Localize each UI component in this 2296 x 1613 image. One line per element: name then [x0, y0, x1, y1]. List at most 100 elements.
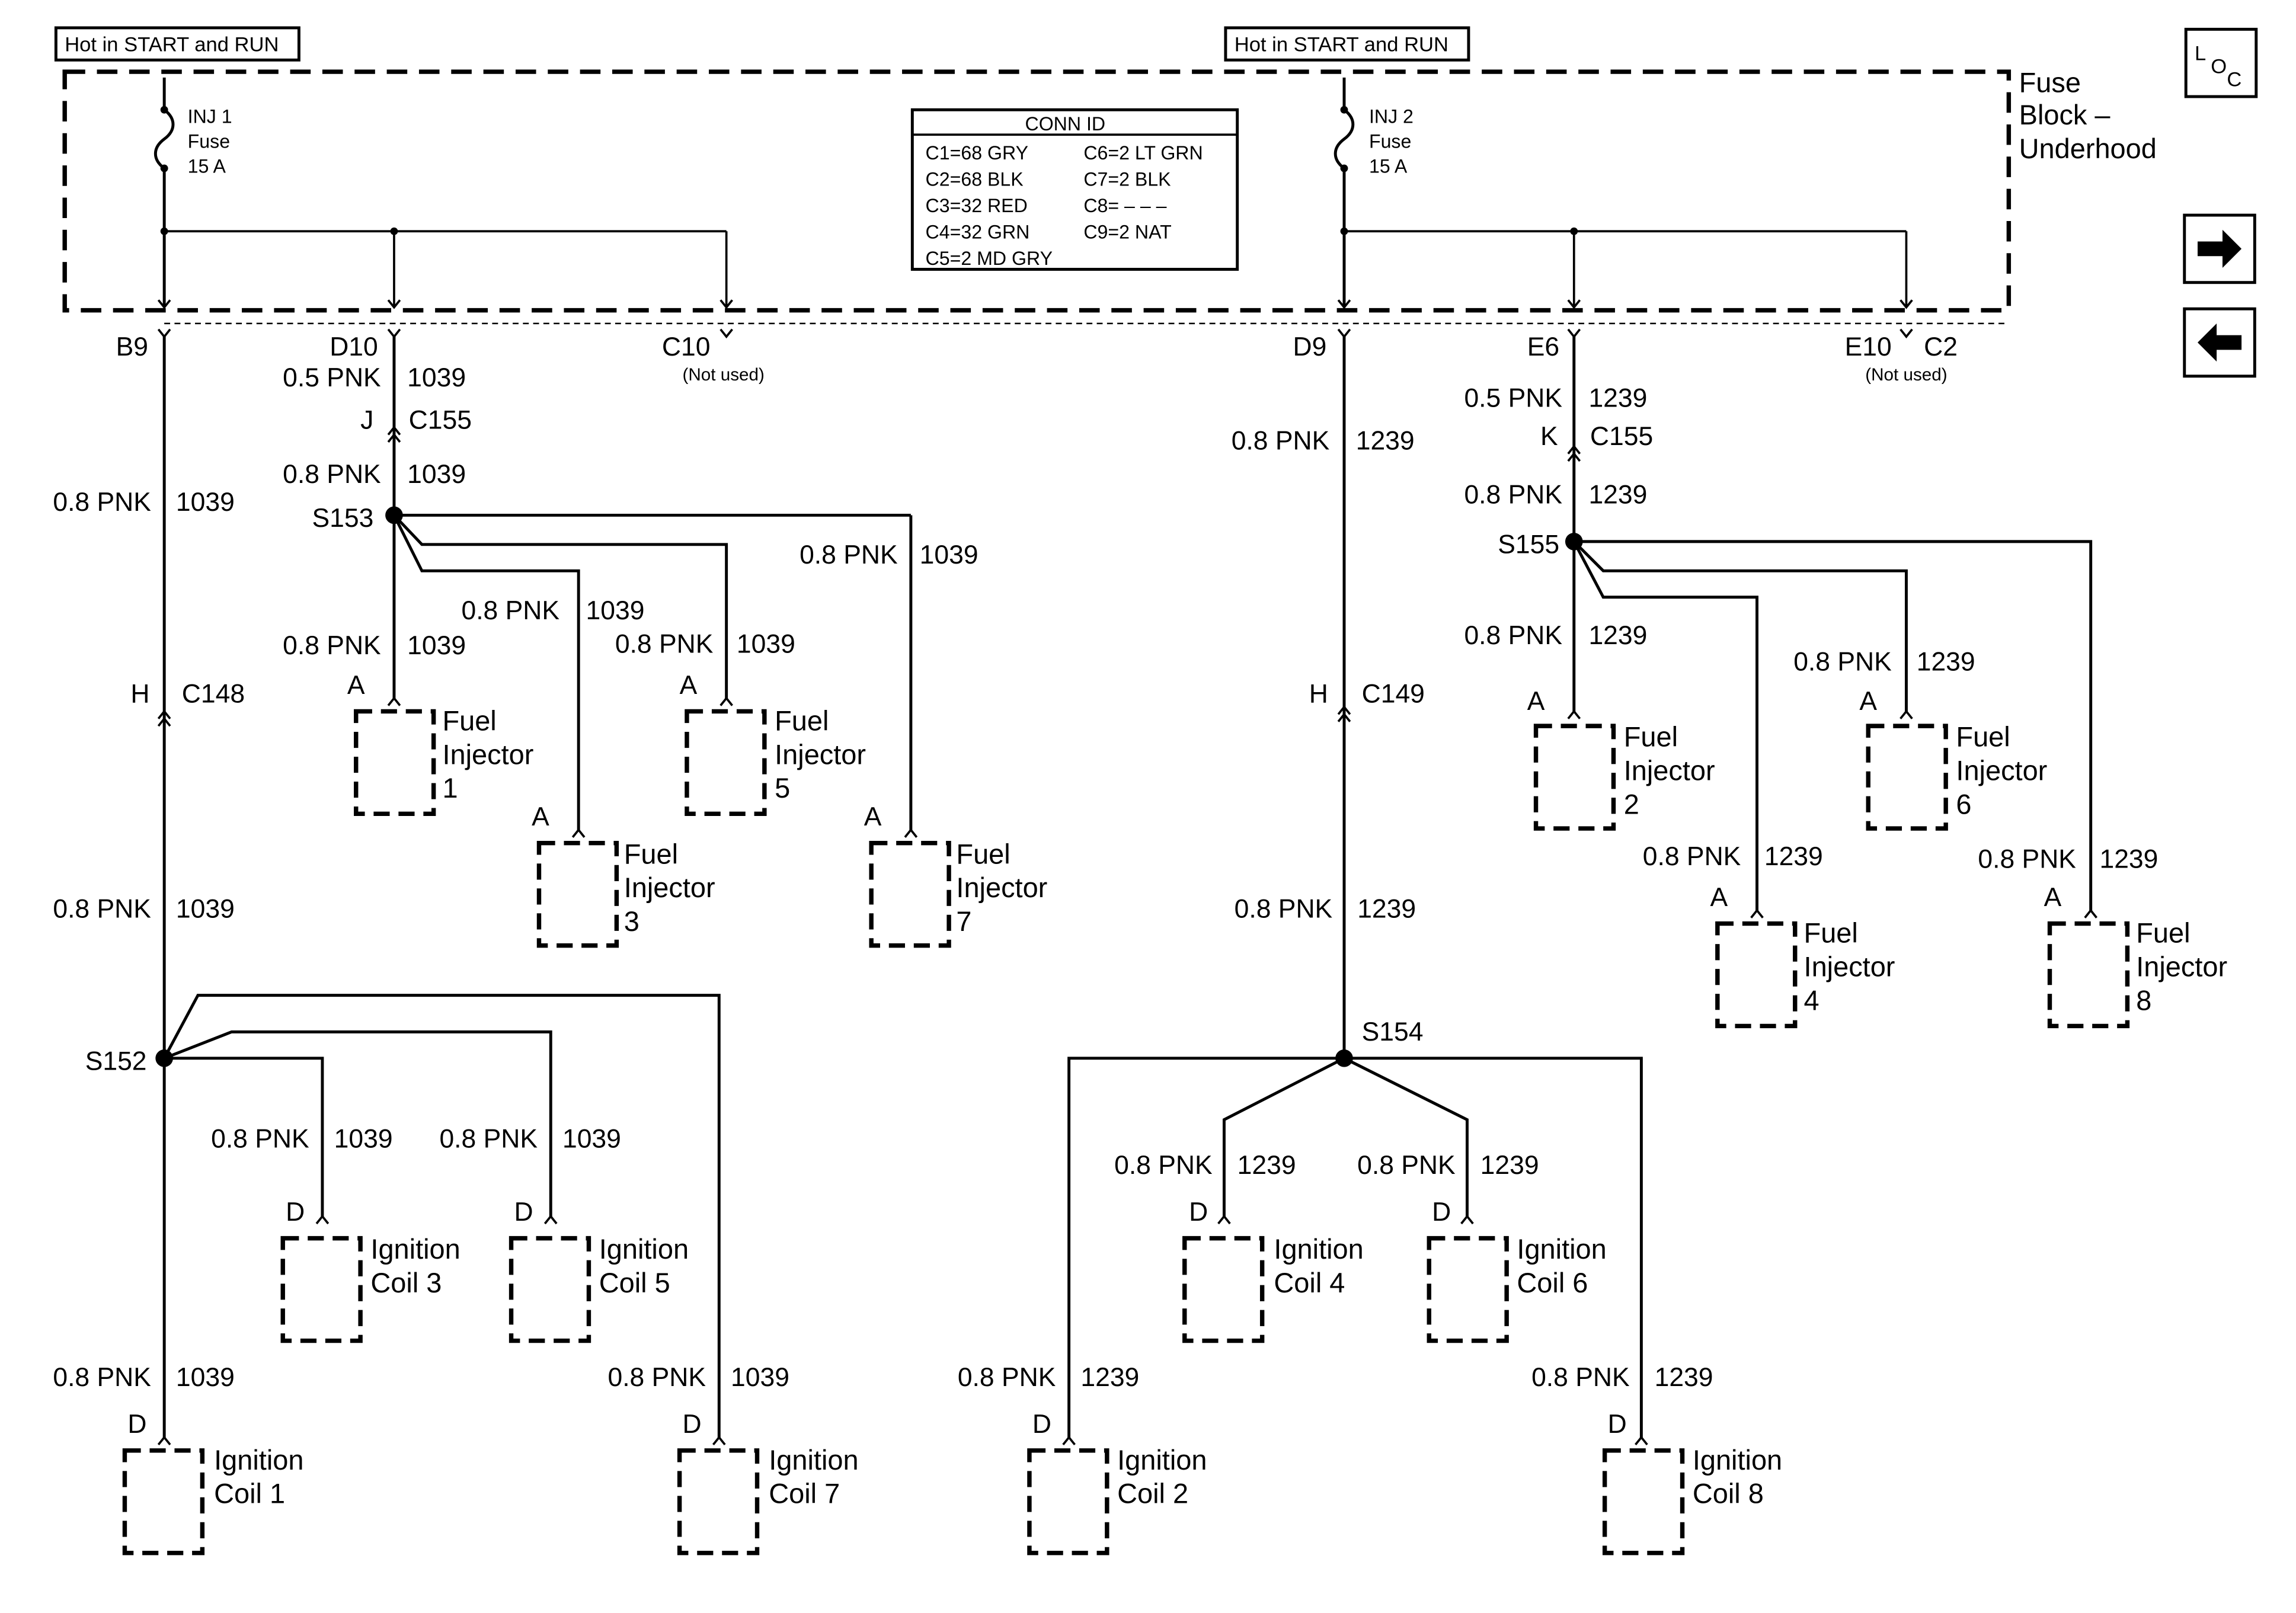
svg-text:C3=32 RED: C3=32 RED: [926, 195, 1028, 216]
svg-text:C149: C149: [1362, 680, 1425, 709]
svg-text:0.8 PNK: 0.8 PNK: [53, 895, 151, 924]
svg-text:4: 4: [1804, 985, 1819, 1016]
svg-text:0.8 PNK: 0.8 PNK: [1793, 647, 1892, 676]
hot-label-left: Hot in START and RUN: [54, 26, 300, 62]
svg-text:1039: 1039: [562, 1124, 621, 1153]
svg-text:C8= – – –: C8= – – –: [1083, 195, 1166, 216]
svg-text:Coil 4: Coil 4: [1274, 1268, 1345, 1298]
svg-text:A: A: [1710, 883, 1728, 912]
svg-text:D: D: [1189, 1198, 1208, 1227]
svg-text:Injector: Injector: [442, 739, 533, 770]
svg-text:C5=2 MD GRY: C5=2 MD GRY: [926, 248, 1053, 269]
svg-text:Coil 2: Coil 2: [1117, 1478, 1188, 1509]
svg-text:A: A: [680, 671, 698, 700]
svg-text:Ignition: Ignition: [1117, 1445, 1207, 1476]
svg-text:1039: 1039: [176, 488, 235, 517]
svg-text:Coil 7: Coil 7: [769, 1478, 840, 1509]
svg-text:Fuel: Fuel: [442, 706, 496, 737]
svg-text:Underhood: Underhood: [2019, 133, 2157, 164]
fuse-block-label: Fuse Block – Underhood: [2019, 68, 2157, 164]
svg-text:Injector: Injector: [1956, 756, 2047, 786]
svg-text:Injector: Injector: [2136, 951, 2227, 982]
svg-text:H: H: [1309, 680, 1328, 709]
svg-text:(Not used): (Not used): [1865, 365, 1947, 385]
arrow-right-icon[interactable]: [2183, 213, 2256, 284]
svg-text:0.8 PNK: 0.8 PNK: [1357, 1151, 1456, 1180]
svg-text:INJ 2: INJ 2: [1369, 105, 1414, 127]
svg-text:E6: E6: [1527, 332, 1559, 361]
svg-text:1039: 1039: [176, 1363, 235, 1392]
svg-text:1039: 1039: [407, 631, 466, 660]
svg-text:0.8 PNK: 0.8 PNK: [53, 488, 151, 517]
svg-text:Fuel: Fuel: [624, 838, 678, 869]
svg-text:1239: 1239: [1588, 481, 1647, 510]
svg-text:Injector: Injector: [1624, 756, 1715, 786]
svg-text:Ignition: Ignition: [599, 1234, 689, 1265]
fuse-block-bus: [160, 227, 1908, 308]
svg-text:1239: 1239: [1764, 842, 1823, 871]
right-circuit-labels: 0.5 PNK 1239 K C155 0.8 PNK 1239 0.8 PNK…: [958, 384, 2159, 1392]
arrow-left-icon[interactable]: [2183, 307, 2256, 378]
svg-text:Coil 5: Coil 5: [599, 1268, 670, 1298]
svg-text:A: A: [1527, 687, 1545, 716]
svg-text:D: D: [1432, 1198, 1451, 1227]
right-circuit-wires: [1067, 337, 2093, 1439]
svg-text:1239: 1239: [1080, 1363, 1139, 1392]
svg-text:Ignition: Ignition: [1693, 1445, 1782, 1476]
fuse-output-arrows: [157, 299, 1914, 338]
svg-text:Fuel: Fuel: [1804, 918, 1858, 949]
svg-text:6: 6: [1956, 789, 1971, 820]
svg-text:3: 3: [624, 906, 639, 937]
svg-text:D: D: [683, 1410, 702, 1439]
svg-text:0.8 PNK: 0.8 PNK: [211, 1124, 309, 1153]
svg-text:0.8 PNK: 0.8 PNK: [1464, 481, 1562, 510]
svg-text:1039: 1039: [737, 630, 795, 659]
svg-text:Ignition: Ignition: [370, 1234, 460, 1265]
splice-s152: [155, 1049, 173, 1067]
svg-text:A: A: [1859, 687, 1877, 716]
svg-text:C2: C2: [1924, 332, 1958, 361]
svg-text:0.8 PNK: 0.8 PNK: [607, 1363, 706, 1392]
svg-text:1239: 1239: [1237, 1151, 1296, 1180]
svg-text:INJ 1: INJ 1: [188, 105, 232, 127]
svg-text:0.8 PNK: 0.8 PNK: [1114, 1151, 1213, 1180]
svg-text:8: 8: [2136, 985, 2151, 1016]
svg-text:Fuel: Fuel: [2136, 918, 2190, 949]
splice-s154: [1335, 1049, 1353, 1067]
svg-text:C10: C10: [662, 332, 711, 361]
svg-text:D: D: [1032, 1410, 1051, 1439]
svg-text:0.8 PNK: 0.8 PNK: [1232, 426, 1330, 455]
splice-s153: [385, 506, 403, 524]
svg-text:C7=2 BLK: C7=2 BLK: [1083, 169, 1171, 190]
svg-text:Fuel: Fuel: [1956, 722, 2010, 753]
svg-text:E10: E10: [1845, 332, 1892, 361]
svg-text:0.8 PNK: 0.8 PNK: [53, 1363, 151, 1392]
svg-text:O: O: [2211, 56, 2227, 78]
loc-icon[interactable]: L O C: [2184, 27, 2258, 98]
svg-text:0.8 PNK: 0.8 PNK: [1464, 621, 1562, 650]
svg-text:0.8 PNK: 0.8 PNK: [1531, 1363, 1630, 1392]
svg-text:0.8 PNK: 0.8 PNK: [461, 596, 559, 625]
svg-text:0.8 PNK: 0.8 PNK: [283, 631, 381, 660]
terminal-labels: B9 D10 C10 (Not used) D9 E6 E10 C2 (Not …: [116, 332, 1958, 385]
svg-text:0.8 PNK: 0.8 PNK: [1978, 845, 2076, 874]
svg-text:Ignition: Ignition: [214, 1445, 303, 1476]
svg-text:C155: C155: [1590, 422, 1653, 451]
fuse-inj1: INJ 1 Fuse 15 A: [154, 77, 232, 308]
svg-text:15 A: 15 A: [1369, 155, 1408, 177]
svg-text:1039: 1039: [176, 895, 235, 924]
svg-text:Fuse: Fuse: [2019, 68, 2081, 98]
svg-text:0.8 PNK: 0.8 PNK: [615, 630, 714, 659]
svg-text:D: D: [286, 1198, 305, 1227]
svg-text:0.8 PNK: 0.8 PNK: [283, 460, 381, 489]
hot-label-right: Hot in START and RUN: [1224, 26, 1470, 62]
svg-text:K: K: [1540, 422, 1558, 451]
svg-text:0.5 PNK: 0.5 PNK: [1464, 384, 1562, 413]
svg-text:1039: 1039: [920, 540, 978, 569]
